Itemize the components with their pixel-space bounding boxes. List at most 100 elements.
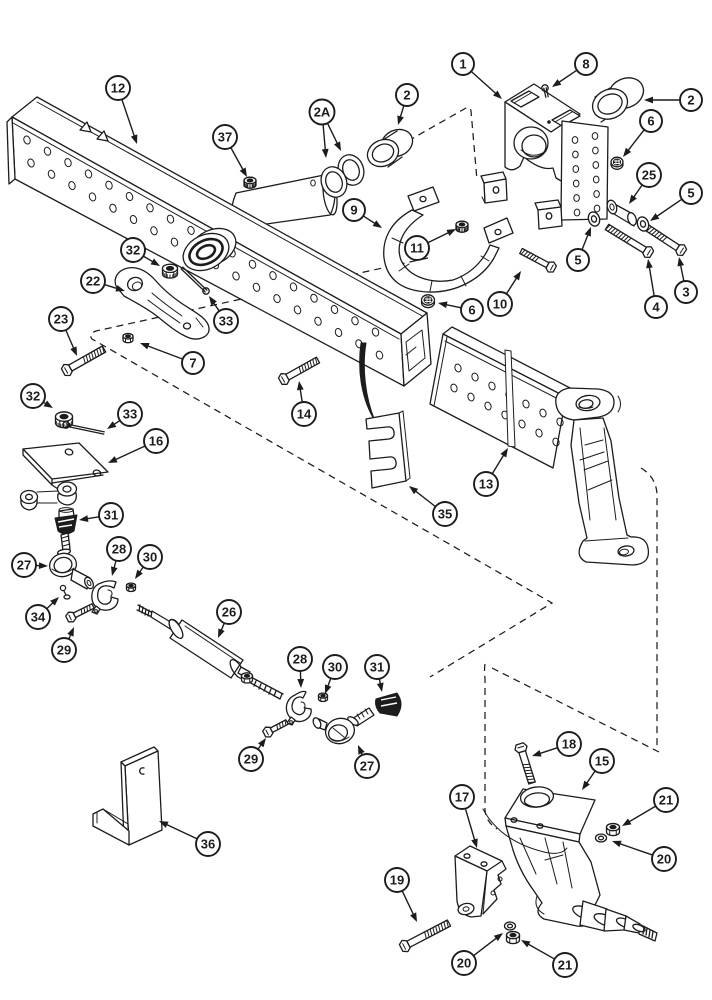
callout-35: 35 [409, 486, 457, 526]
bolt-23-shape [97, 349, 99, 356]
nut-30-lower-shape [321, 694, 325, 696]
retaining-strap-shape [408, 187, 439, 211]
callout-number: 27 [360, 759, 374, 774]
washer-20-upper [596, 834, 607, 842]
arrowhead-icon [532, 749, 542, 757]
bolt-29-upper-shape [84, 608, 85, 613]
knuckle-support-casting-shape [619, 549, 629, 556]
trunnion-support-housing-shape [521, 150, 546, 155]
tie-rod-end-lower-shape [330, 728, 349, 741]
pivot-bushing-left-shape [369, 141, 396, 165]
callout-9: 9 [343, 199, 382, 228]
arrowhead-icon [296, 381, 304, 391]
plug-6-upper-shape [613, 159, 620, 165]
axle-extension-beam [430, 327, 574, 468]
bolt-23-shape [102, 346, 104, 353]
arrowhead-icon [372, 220, 382, 228]
steering-cylinder-shape [137, 605, 153, 617]
tie-rod-end-upper-shape [86, 580, 91, 586]
beam-bolt-holes-shape [187, 225, 196, 235]
callout-balloon [118, 402, 142, 426]
callout-4: 4 [645, 259, 667, 318]
callout-number: 17 [455, 790, 469, 805]
beam-bolt-holes-shape [47, 169, 56, 179]
rod-end-clamp-lower-shape [290, 721, 293, 724]
washer-20-lower-shape [505, 922, 516, 930]
callout-number: 18 [562, 737, 576, 752]
callout-leader [582, 233, 589, 250]
pivot-bushing-right [588, 72, 649, 124]
cotter-pin-33-lower-shape [66, 426, 104, 434]
callout-balloon [144, 429, 168, 453]
callout-balloon [452, 951, 476, 975]
callout-22: 22 [81, 269, 125, 293]
callout-2: 2 [644, 89, 702, 111]
callout-leader [428, 232, 451, 243]
steering-arm-bracket-shape [37, 491, 58, 503]
callout-number: 21 [558, 958, 572, 973]
callout-number: 7 [189, 356, 196, 371]
ball-joint-boot-lower [376, 693, 402, 716]
arrowhead-icon [239, 167, 247, 177]
callout-26: 26 [217, 600, 241, 638]
bolt-4 [605, 224, 653, 257]
arrowhead-icon [612, 840, 622, 848]
callout-leader [323, 124, 325, 152]
steering-knuckle [483, 785, 657, 941]
bolt-10-shape [527, 253, 531, 257]
callout-17: 17 [450, 785, 478, 848]
mounting-bracket-shape [498, 877, 502, 881]
bolt-19-shape [425, 932, 427, 939]
callout-balloon [196, 832, 220, 856]
arrowhead-icon [521, 940, 531, 948]
rod-end-clamp-upper-shape [95, 610, 98, 613]
callout-balloon [121, 238, 145, 262]
callout-balloon [450, 785, 474, 809]
callout-balloon [343, 199, 365, 221]
steering-arm-bracket-shape [58, 482, 77, 496]
extension-bolt-holes-shape [471, 372, 479, 382]
bolt-14-shape [282, 377, 285, 382]
arrowhead-icon [623, 147, 632, 157]
beam-bolt-holes-shape [84, 169, 93, 179]
callout-number: 9 [350, 203, 357, 218]
callout-28: 28 [107, 537, 131, 576]
callout-2: 2 [396, 84, 418, 125]
nut-21-upper [607, 824, 620, 836]
callout-number: 5 [687, 186, 694, 201]
callout-balloon [106, 76, 130, 100]
beam-bolt-holes-shape [68, 181, 77, 191]
beam-bolt-holes-shape [23, 135, 32, 145]
mounting-bracket-shape [457, 902, 475, 916]
steering-arm-bracket-shape [58, 493, 77, 505]
callout-balloon [217, 600, 241, 624]
bolt-23-shape [83, 357, 85, 364]
beam-bolt-holes-shape [375, 350, 384, 360]
callout-20: 20 [452, 933, 503, 975]
ball-joint-boot-upper [55, 508, 77, 534]
beam-bolt-holes-shape [252, 282, 261, 292]
callout-20: 20 [612, 840, 676, 871]
spacer-tube [606, 199, 638, 226]
flange-holes-shape [574, 195, 580, 202]
trunnion-bushing [177, 221, 242, 278]
flange-holes-shape [594, 205, 600, 212]
tie-rod-end-lower-shape [323, 715, 357, 747]
bolt-3-shape [662, 237, 667, 241]
arrowhead-icon [376, 682, 384, 692]
beam-bolt-holes-shape [330, 305, 339, 315]
arrowhead-icon [258, 738, 266, 748]
bolt-14-shape [313, 359, 315, 365]
callout-number: 2A [314, 105, 331, 120]
retaining-strap-shape [420, 196, 426, 201]
callout-number: 20 [457, 956, 471, 971]
bolt-4-shape [605, 225, 610, 230]
trunnion-support-housing-shape [514, 93, 531, 103]
bolt-29-lower-shape [277, 725, 278, 730]
lock-nut-37 [244, 177, 256, 188]
callout-number: 10 [493, 297, 507, 312]
extension-bolt-holes-shape [467, 392, 475, 402]
arrowhead-icon [38, 562, 48, 570]
callout-34: 34 [26, 597, 59, 629]
extension-bolt-holes-shape [539, 408, 547, 418]
